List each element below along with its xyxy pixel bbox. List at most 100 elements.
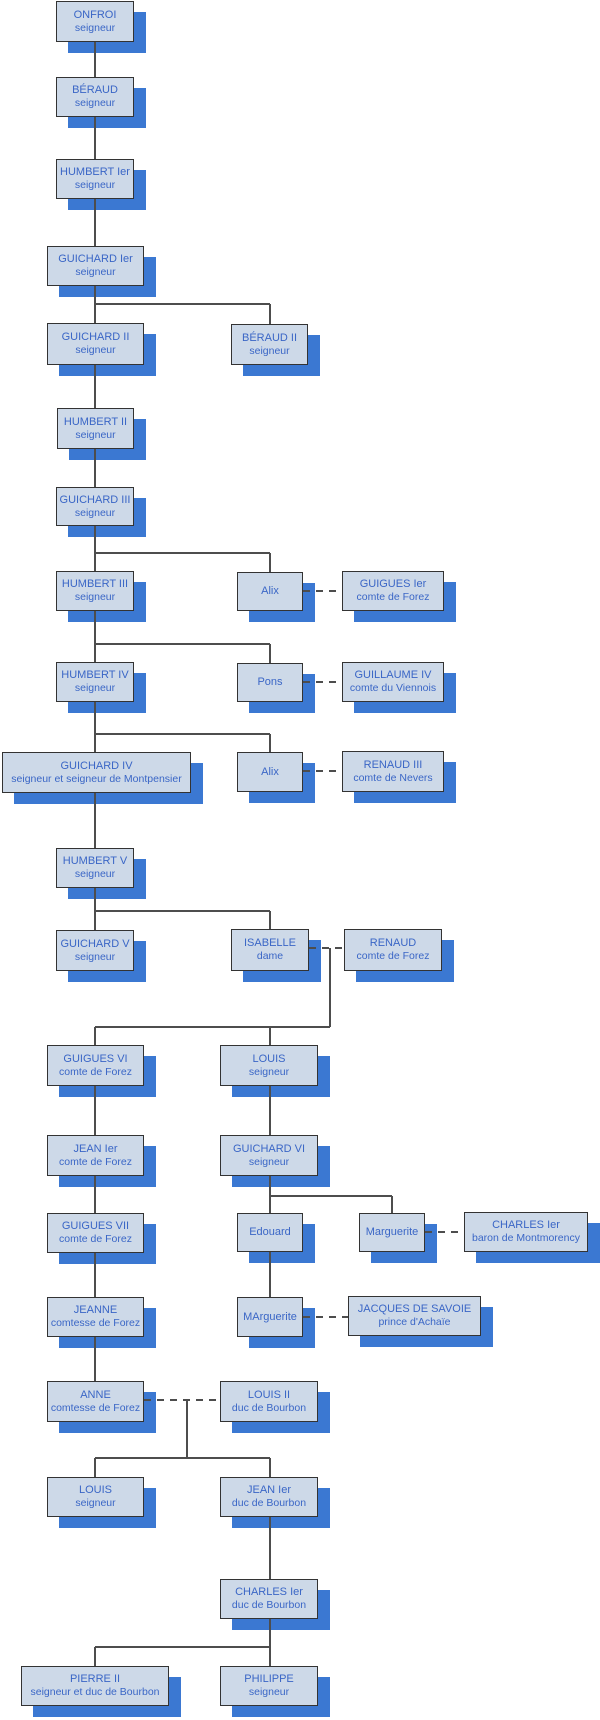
- person-name: PHILIPPE: [244, 1673, 294, 1685]
- connector-line: [269, 1086, 271, 1135]
- marriage-dash-line: [425, 1231, 464, 1233]
- person-name: GUIGUES VII: [61, 1220, 130, 1232]
- person-title: duc de Bourbon: [231, 1401, 307, 1414]
- person-name: CHARLES Ier: [235, 1586, 303, 1598]
- person-name: BÉRAUD: [72, 84, 118, 96]
- connector-line: [269, 644, 271, 663]
- connector-line: [95, 552, 270, 554]
- person-name: GUICHARD II: [61, 331, 130, 343]
- connector-line: [269, 304, 271, 324]
- connector-line: [94, 42, 96, 77]
- person-name: HUMBERT III: [61, 578, 129, 590]
- person-name: RENAUD: [369, 937, 417, 949]
- person-title: seigneur: [75, 344, 116, 356]
- person-title: seigneur: [248, 1065, 290, 1078]
- connector-line: [269, 734, 271, 752]
- person-name: MArguerite: [243, 1310, 297, 1323]
- marriage-dash-line: [309, 947, 344, 949]
- connector-line: [94, 449, 96, 487]
- person-name: LOUIS: [252, 1052, 286, 1065]
- person-name: HUMBERT Ier: [60, 166, 130, 178]
- marriage-dash-line: [303, 1316, 348, 1318]
- connector-line: [94, 1086, 96, 1135]
- connector-line: [269, 1252, 271, 1297]
- connector-line: [391, 1196, 393, 1213]
- person-title: seigneur: [74, 950, 116, 963]
- connector-line: [329, 948, 331, 1027]
- person-title: duc de Bourbon: [231, 1497, 307, 1509]
- connector-line: [95, 910, 270, 912]
- person-name: ONFROI: [73, 8, 117, 21]
- connector-line: [94, 702, 96, 752]
- person-title: duc de Bourbon: [231, 1599, 307, 1611]
- person-name: Alix: [261, 585, 279, 597]
- connector-line: [94, 117, 96, 159]
- connector-line: [94, 611, 96, 662]
- connector-line: [94, 526, 96, 571]
- connector-line: [95, 1026, 330, 1028]
- person-name: ISABELLE: [244, 937, 296, 949]
- person-name: GUICHARD VI: [232, 1142, 306, 1155]
- person-title: seigneur: [74, 506, 116, 519]
- person-node: Edouard: [237, 1213, 303, 1252]
- person-name: JACQUES DE SAVOIE: [357, 1303, 472, 1315]
- person-title: comte de Forez: [59, 1155, 132, 1168]
- person-name: PIERRE II: [69, 1673, 121, 1685]
- person-node: MArguerite: [237, 1297, 303, 1337]
- connector-line: [95, 1646, 270, 1648]
- person-name: GUICHARD V: [60, 937, 130, 950]
- person-title: comtesse de Forez: [50, 1401, 141, 1414]
- connector-line: [95, 303, 270, 305]
- person-name: RENAUD III: [363, 758, 423, 771]
- person-name: Marguerite: [365, 1226, 419, 1238]
- connector-line: [94, 365, 96, 408]
- person-name: GUICHARD III: [59, 493, 131, 506]
- person-title: comtesse de Forez: [50, 1317, 141, 1329]
- connector-line: [94, 1647, 96, 1666]
- person-name: HUMBERT V: [62, 855, 128, 867]
- person-name: GUICHARD Ier: [58, 253, 133, 265]
- person-title: seigneur: [248, 1155, 290, 1168]
- person-title: comte de Forez: [356, 591, 430, 603]
- person-name: HUMBERT IV: [61, 669, 129, 681]
- person-node: Marguerite: [359, 1213, 425, 1252]
- person-node: Alix: [237, 572, 303, 611]
- person-name: Alix: [261, 765, 279, 778]
- person-name: JEAN Ier: [246, 1484, 291, 1496]
- person-title: seigneur: [74, 591, 116, 603]
- person-name: GUIGUES VI: [63, 1052, 128, 1065]
- person-name: GUIGUES Ier: [359, 578, 427, 590]
- person-title: seigneur: [75, 266, 116, 278]
- person-title: seigneur: [74, 97, 116, 109]
- person-name: GUICHARD IV: [60, 759, 133, 772]
- person-title: comte du Viennois: [349, 682, 437, 694]
- marriage-dash-line: [303, 681, 342, 683]
